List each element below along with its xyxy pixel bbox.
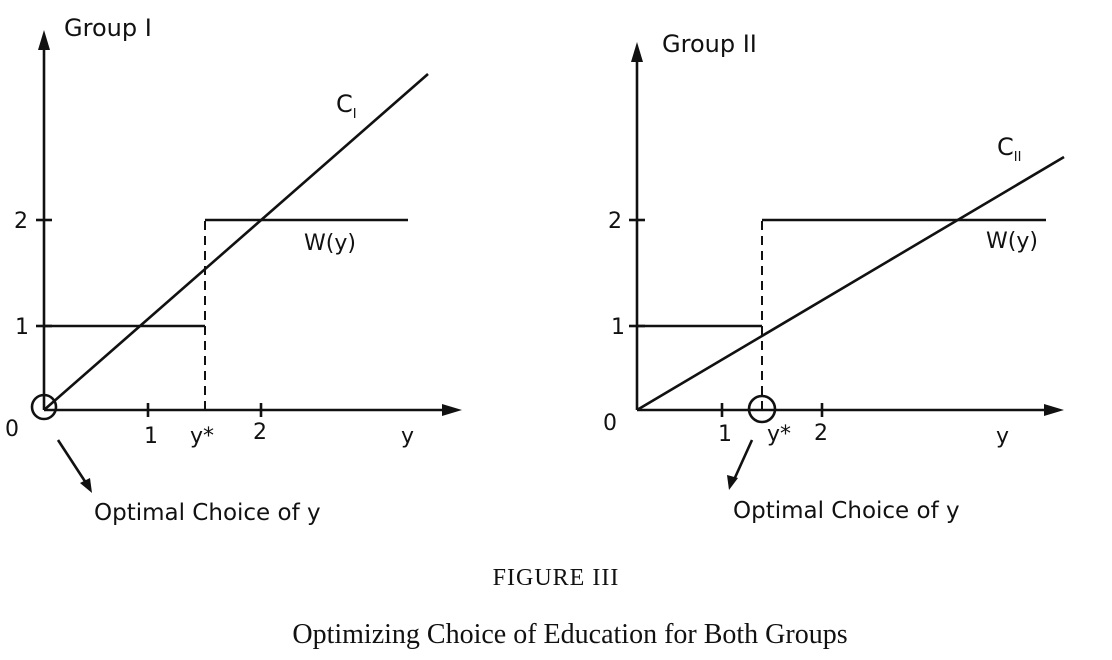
wage-function-label: W(y) (986, 229, 1038, 254)
origin-label: 0 (5, 417, 19, 442)
wage-function-label: W(y) (304, 231, 356, 256)
optimal-choice-circle (30, 393, 58, 421)
y-tick-label-1: 1 (611, 315, 625, 340)
optimal-choice-circle (747, 394, 777, 424)
x-tick-label-1: 1 (718, 422, 732, 447)
x-tick-label-ystar: y* (190, 424, 214, 449)
y-axis-arrowhead (631, 42, 643, 62)
y-axis-arrowhead (38, 30, 50, 50)
cost-line-group-1 (43, 73, 429, 411)
panel-group-1: Group I 0 2 1 1 y* 2 y CI W(y) Optimal C… (5, 14, 462, 526)
panel-title: Group I (64, 14, 152, 42)
y-tick-label-2: 2 (14, 209, 28, 234)
x-tick-label-2: 2 (253, 420, 267, 445)
cost-line-label: CI (336, 90, 357, 122)
cost-line-group-2 (636, 155, 1065, 412)
x-tick-label-2: 2 (814, 421, 828, 446)
x-axis-arrowhead (442, 404, 462, 416)
origin-label: 0 (603, 411, 617, 436)
annotation-arrowhead (727, 475, 738, 490)
annotation-arrow-shaft (731, 439, 754, 483)
annotation-arrow-shaft (56, 439, 90, 487)
x-axis-label: y (996, 424, 1009, 449)
panel-title: Group II (662, 30, 757, 58)
optimal-choice-annotation: Optimal Choice of y (94, 500, 321, 526)
figure-label: FIGURE III (493, 565, 620, 591)
y-tick-label-1: 1 (15, 315, 29, 340)
x-tick-label-ystar: y* (767, 422, 791, 447)
panel-group-2: Group II 0 2 1 1 y* 2 y CII W(y) Optimal… (603, 30, 1065, 524)
figure-caption: Optimizing Choice of Education for Both … (292, 619, 847, 650)
x-axis-label: y (401, 424, 414, 449)
cost-line-label: CII (997, 133, 1021, 165)
optimal-choice-annotation: Optimal Choice of y (733, 498, 960, 524)
annotation-arrowhead (80, 478, 92, 493)
x-tick-label-1: 1 (144, 424, 158, 449)
y-tick-label-2: 2 (608, 209, 622, 234)
x-axis-arrowhead (1044, 404, 1064, 416)
